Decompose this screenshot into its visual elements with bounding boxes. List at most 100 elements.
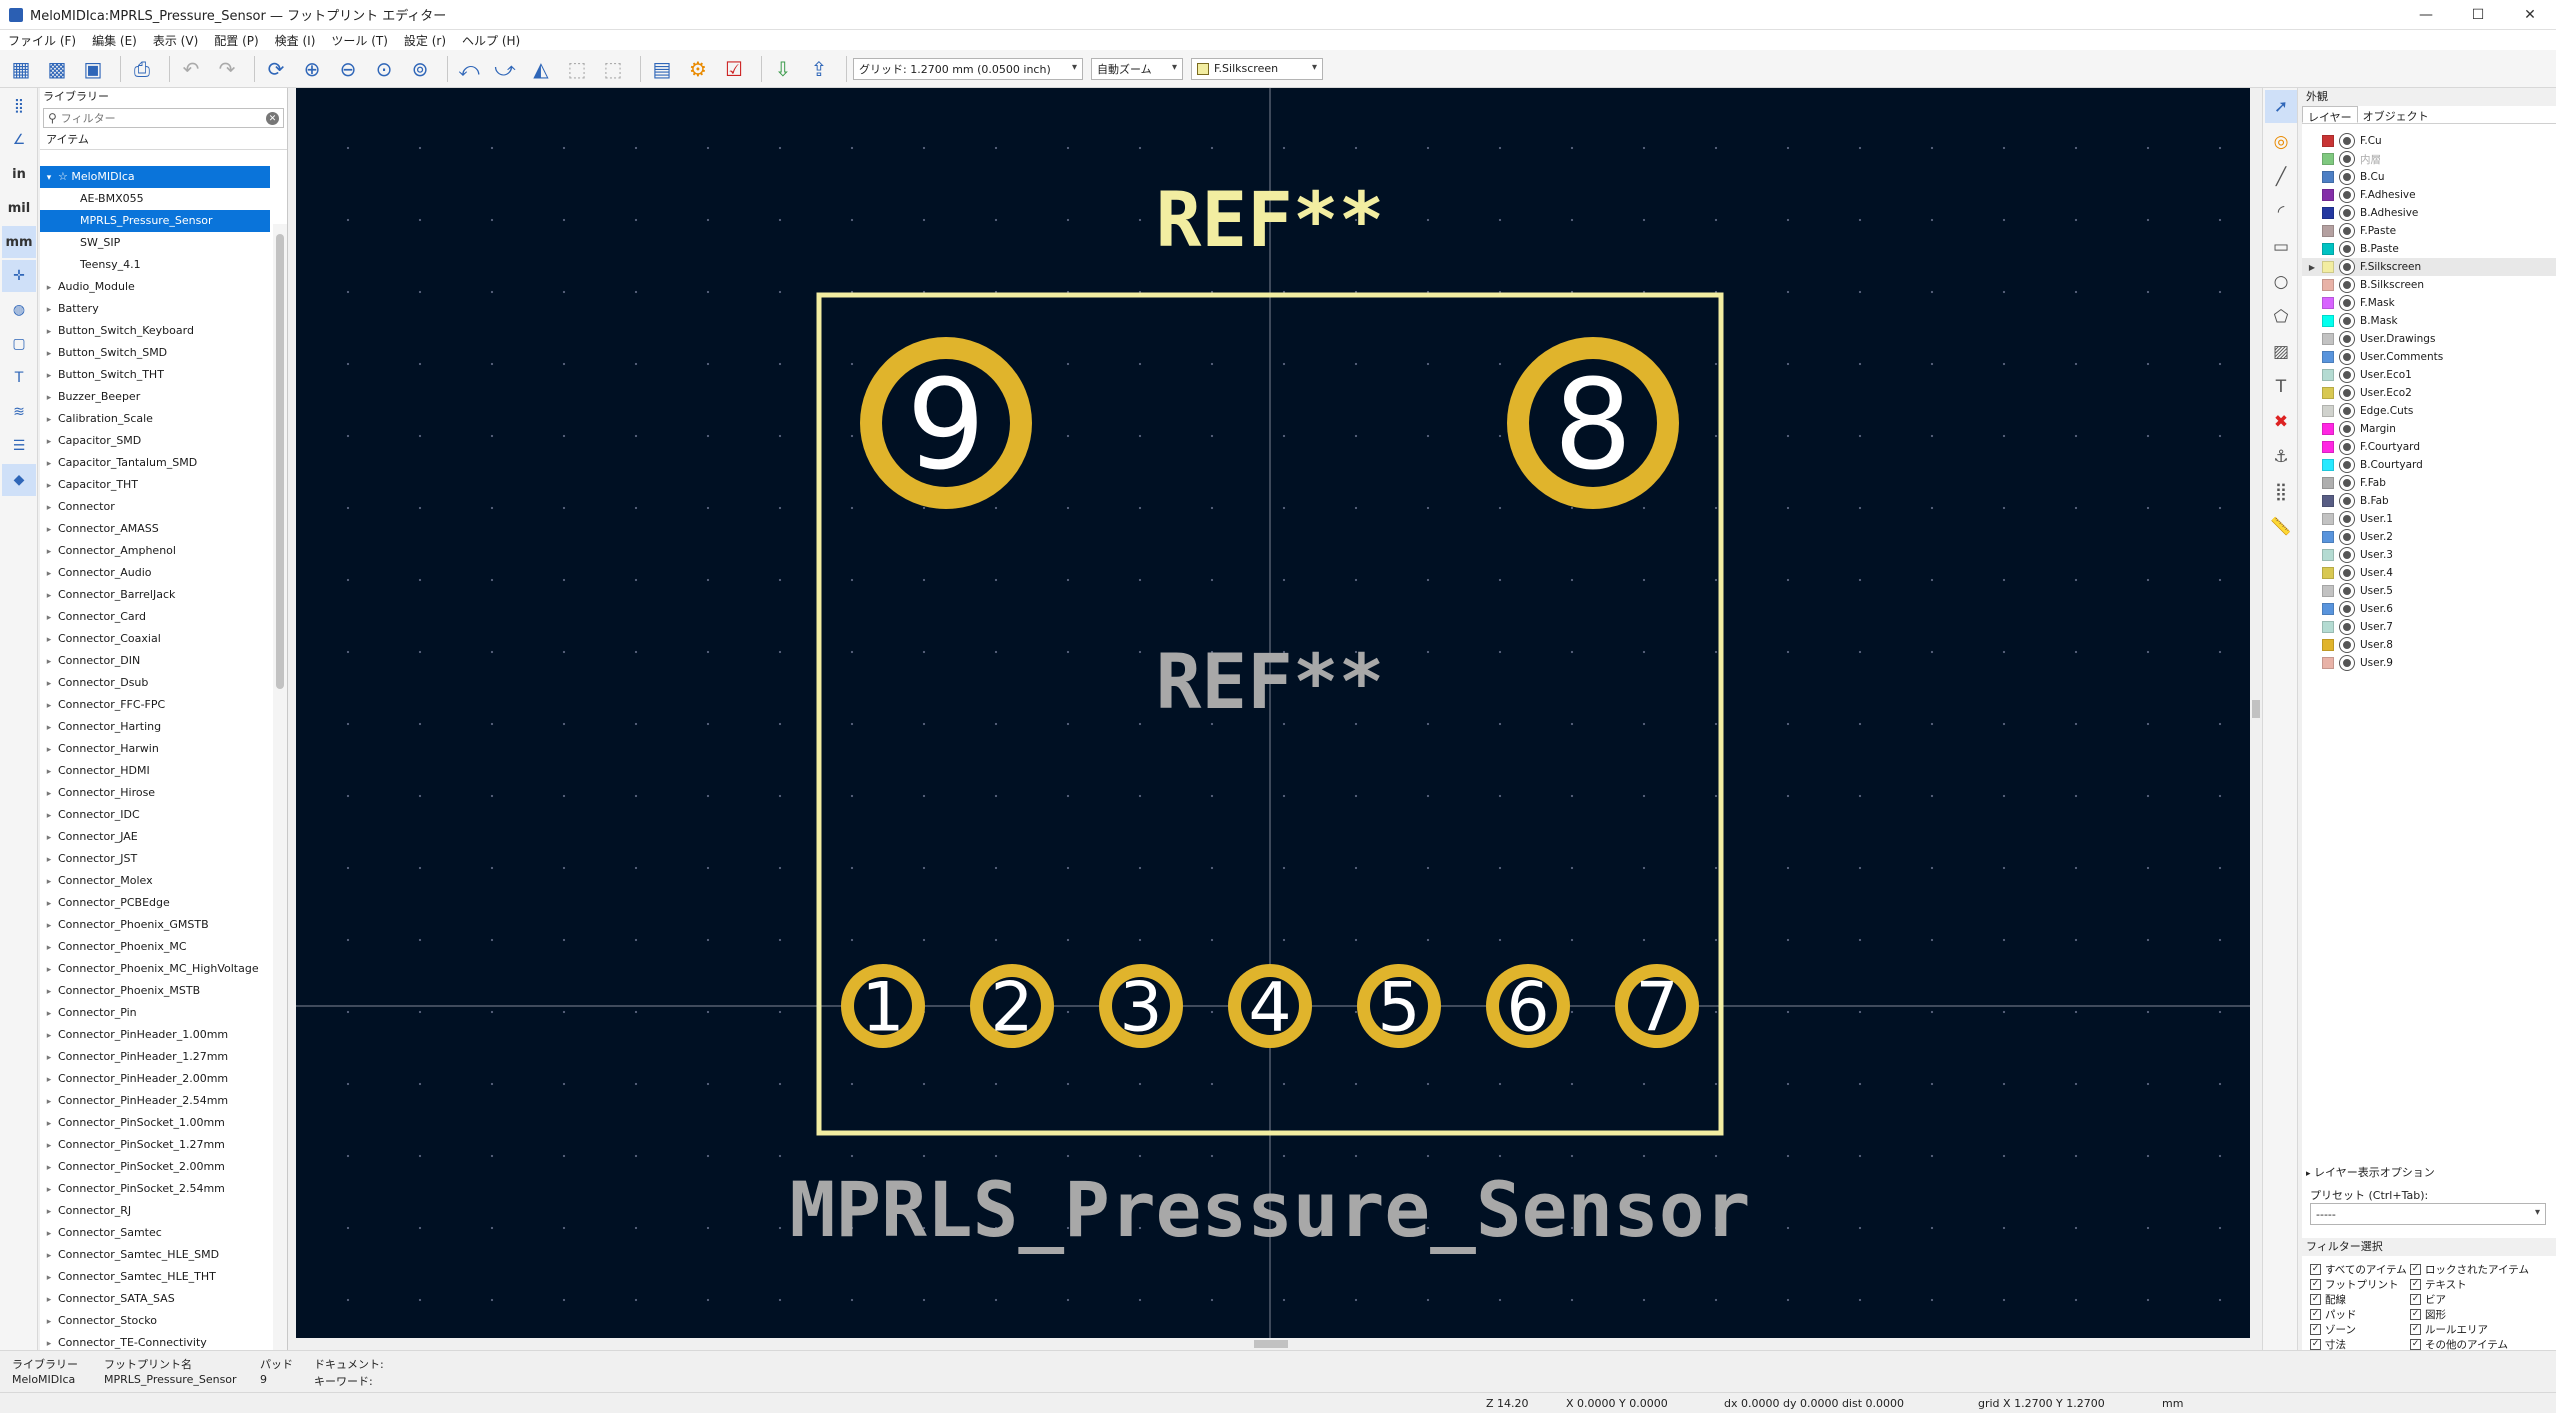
chevron-right-icon[interactable]: ▸	[46, 657, 52, 667]
units-inch-button[interactable]: in	[12, 166, 26, 182]
units-mil-button[interactable]: mil	[7, 200, 31, 216]
zoom-in-icon[interactable]: ⊕	[303, 56, 321, 81]
library-scrollbar[interactable]	[273, 224, 287, 1413]
layer-row[interactable]: User.Comments	[2302, 348, 2556, 366]
grid-toggle-icon[interactable]: ⣿	[13, 98, 25, 114]
layer-color-swatch[interactable]	[2322, 405, 2334, 417]
tree-item[interactable]: ▸Connector_Harting	[40, 716, 270, 738]
chevron-right-icon[interactable]: ▸	[46, 569, 52, 579]
menu-help[interactable]: ヘルプ (H)	[462, 33, 521, 48]
layer-row[interactable]: User.Drawings	[2302, 330, 2556, 348]
pad-properties-icon[interactable]: ⚙	[689, 56, 707, 81]
draw-arc-icon[interactable]: ◜	[2277, 201, 2285, 222]
layer-color-swatch[interactable]	[2322, 297, 2334, 309]
eye-icon[interactable]	[2340, 296, 2354, 310]
eye-icon[interactable]	[2340, 314, 2354, 328]
footprint-value-text[interactable]: MPRLS_Pressure_Sensor	[790, 1165, 1751, 1254]
zoom-selection-icon[interactable]: ⊚	[411, 56, 429, 81]
tree-item[interactable]: ▸Connector_FFC-FPC	[40, 694, 270, 716]
zoom-out-icon[interactable]: ⊖	[339, 56, 357, 81]
eye-icon[interactable]	[2340, 476, 2354, 490]
layer-display-options[interactable]: ▸ レイヤー表示オプション	[2306, 1166, 2435, 1179]
load-from-board-icon[interactable]: ⇩	[774, 56, 792, 81]
eye-icon[interactable]	[2340, 584, 2354, 598]
layer-row[interactable]: F.Paste	[2302, 222, 2556, 240]
layer-color-swatch[interactable]	[2322, 315, 2334, 327]
tree-item[interactable]: ▸Connector_AMASS	[40, 518, 270, 540]
tree-item[interactable]: ▸Battery	[40, 298, 270, 320]
filter-checkbox[interactable]: ✓フットプリント	[2310, 1278, 2399, 1291]
filter-checkbox[interactable]: ✓ビア	[2410, 1293, 2446, 1306]
menu-settings[interactable]: 設定 (r)	[403, 33, 447, 48]
chevron-right-icon[interactable]: ▸	[46, 1119, 52, 1129]
filter-checkbox[interactable]: ✓ルールエリア	[2410, 1323, 2488, 1336]
cursor-shape-icon[interactable]: ✛	[2, 260, 36, 292]
tree-item[interactable]: ▸Connector_Samtec_HLE_SMD	[40, 1244, 270, 1266]
layer-row[interactable]: B.Cu	[2302, 168, 2556, 186]
chevron-right-icon[interactable]: ▸	[46, 1141, 52, 1151]
layer-row[interactable]: B.Paste	[2302, 240, 2556, 258]
filter-checkbox[interactable]: ✓パッド	[2310, 1308, 2357, 1321]
layer-row[interactable]: B.Courtyard	[2302, 456, 2556, 474]
chevron-right-icon[interactable]: ▸	[46, 679, 52, 689]
chevron-right-icon[interactable]: ▸	[46, 415, 52, 425]
chevron-right-icon[interactable]: ▸	[46, 591, 52, 601]
filter-checkbox[interactable]: ✓すべてのアイテム	[2310, 1263, 2407, 1276]
chevron-right-icon[interactable]: ▸	[46, 437, 52, 447]
draw-rectangle-icon[interactable]: ▭	[2272, 236, 2290, 257]
layer-color-swatch[interactable]	[2322, 495, 2334, 507]
checkbox-icon[interactable]: ✓	[2310, 1278, 2321, 1290]
chevron-right-icon[interactable]: ▸	[46, 1207, 52, 1217]
tree-item[interactable]: ▸Connector_JAE	[40, 826, 270, 848]
eye-icon[interactable]	[2340, 332, 2354, 346]
layer-row[interactable]: F.Courtyard	[2302, 438, 2556, 456]
pad[interactable]: 6	[1486, 964, 1570, 1048]
pad[interactable]: 4	[1228, 964, 1312, 1048]
checkbox-icon[interactable]: ✓	[2310, 1338, 2321, 1350]
tree-item[interactable]: ▸Audio_Module	[40, 276, 270, 298]
tree-item[interactable]: ▸Connector_TE-Connectivity	[40, 1332, 270, 1354]
layer-color-swatch[interactable]	[2322, 189, 2334, 201]
draw-line-icon[interactable]: ╱	[2275, 166, 2287, 187]
chevron-right-icon[interactable]: ▸	[46, 525, 52, 535]
maximize-button[interactable]: ☐	[2471, 7, 2485, 23]
filter-input[interactable]	[60, 111, 261, 125]
draw-zone-icon[interactable]: ▨	[2272, 341, 2290, 362]
save-icon[interactable]: ▣	[83, 56, 103, 81]
chevron-right-icon[interactable]: ▸	[46, 1097, 52, 1107]
eye-icon[interactable]	[2340, 638, 2354, 652]
layer-color-swatch[interactable]	[2322, 153, 2334, 165]
layer-row[interactable]: User.Eco2	[2302, 384, 2556, 402]
chevron-right-icon[interactable]: ▸	[46, 1273, 52, 1283]
eye-icon[interactable]	[2340, 386, 2354, 400]
layer-color-swatch[interactable]	[2322, 225, 2334, 237]
tree-item[interactable]: ▸Connector_BarrelJack	[40, 584, 270, 606]
tree-item[interactable]: ▸Connector_RJ	[40, 1200, 270, 1222]
tree-child-mprls-pressure-sensor[interactable]: MPRLS_Pressure_Sensor	[40, 210, 270, 232]
grid-origin-icon[interactable]: ⣿	[2274, 481, 2288, 502]
eye-icon[interactable]	[2340, 188, 2354, 202]
layer-color-swatch[interactable]	[2322, 423, 2334, 435]
layer-color-swatch[interactable]	[2322, 351, 2334, 363]
layer-row[interactable]: User.9	[2302, 654, 2556, 672]
appearance-panel-icon[interactable]: ◆	[2, 464, 36, 496]
footprint-wizard-icon[interactable]: ▩	[47, 56, 67, 81]
print-icon[interactable]: ⎙	[134, 56, 150, 81]
tree-item[interactable]: ▸Connector_Hirose	[40, 782, 270, 804]
checkbox-icon[interactable]: ✓	[2310, 1263, 2321, 1275]
chevron-right-icon[interactable]: ▸	[46, 503, 52, 513]
chevron-right-icon[interactable]: ▸	[46, 393, 52, 403]
pad[interactable]: 8	[1507, 337, 1679, 509]
checkbox-icon[interactable]: ✓	[2410, 1263, 2421, 1275]
chevron-right-icon[interactable]: ▸	[46, 481, 52, 491]
pad-outline-icon[interactable]: ◍	[12, 302, 26, 318]
tree-item[interactable]: ▸Capacitor_Tantalum_SMD	[40, 452, 270, 474]
tree-item[interactable]: ▸Connector_PinSocket_1.00mm	[40, 1112, 270, 1134]
filter-checkbox[interactable]: ✓配線	[2310, 1293, 2346, 1306]
eye-icon[interactable]	[2340, 242, 2354, 256]
layer-row[interactable]: Margin	[2302, 420, 2556, 438]
chevron-right-icon[interactable]: ▸	[46, 987, 52, 997]
chevron-right-icon[interactable]: ▸	[46, 1053, 52, 1063]
eye-icon[interactable]	[2340, 260, 2354, 274]
tree-item[interactable]: ▸Connector_HDMI	[40, 760, 270, 782]
